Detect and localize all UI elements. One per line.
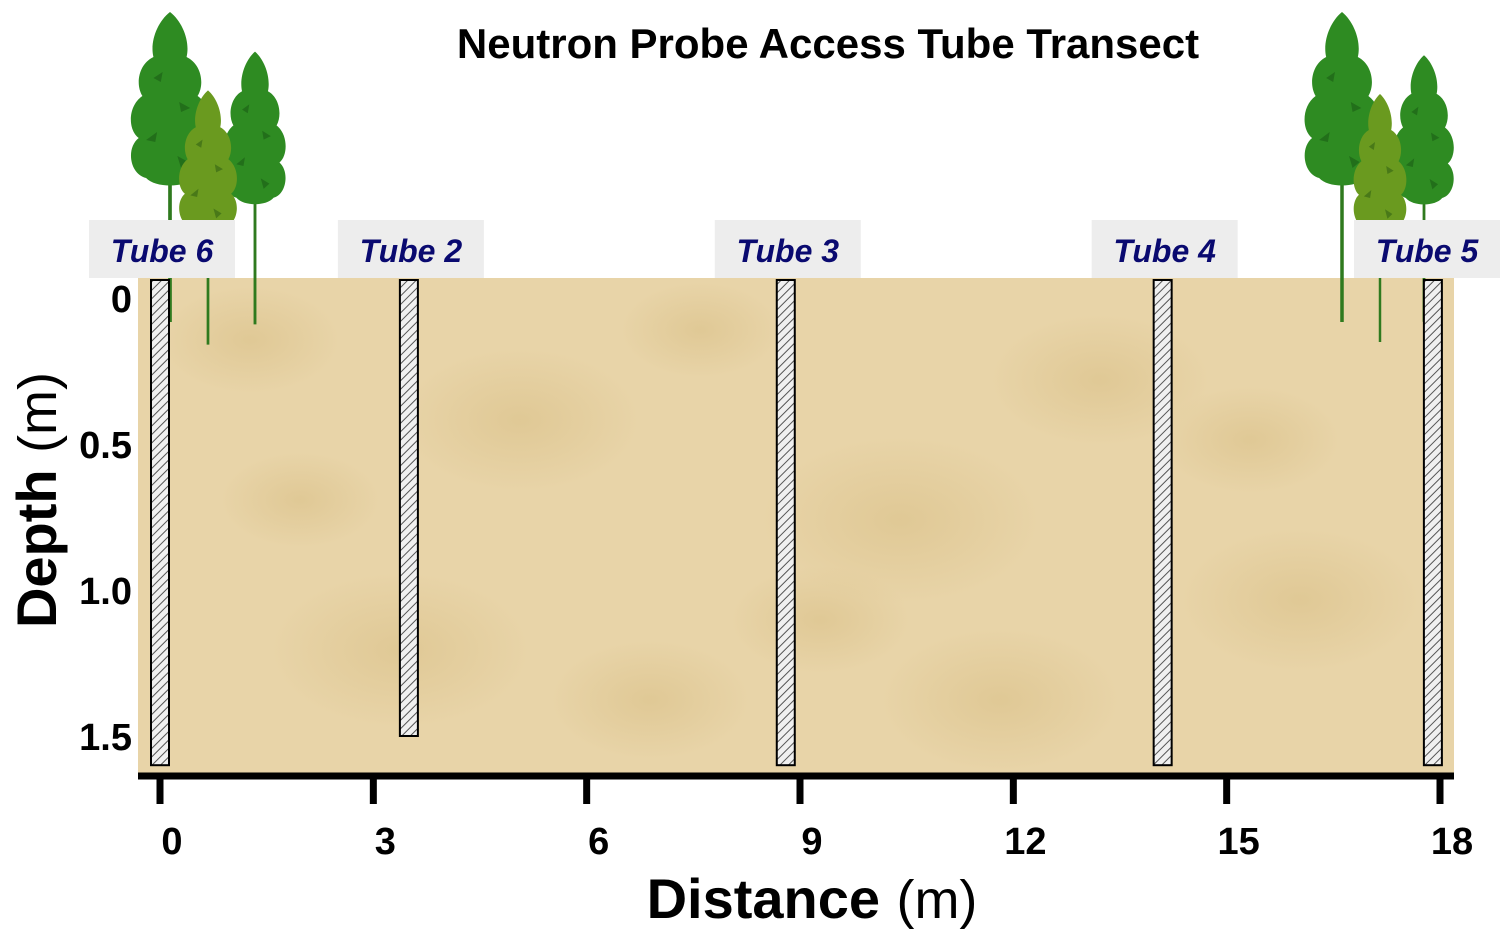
svg-text:Distance (m): Distance (m) xyxy=(647,867,978,930)
access-tube: Tube 6 xyxy=(89,220,235,767)
tube-body xyxy=(1152,279,1173,767)
x-axis: 0 3 6 9 12 15 18 Distance (m) xyxy=(138,772,1473,930)
tube-body xyxy=(1422,279,1443,767)
tube-label-text: Tube 5 xyxy=(1376,233,1480,269)
y-tick-label: 1.0 xyxy=(79,571,132,613)
x-tick-label: 12 xyxy=(1004,821,1046,863)
access-tube: Tube 3 xyxy=(714,220,861,767)
y-tick-label: 0 xyxy=(111,279,132,321)
access-tubes: Tube 6 Tube 2 Tube 3 Tube 4 Tube 5 xyxy=(89,220,1500,767)
tube-label-bg xyxy=(1354,220,1500,278)
access-tube: Tube 5 xyxy=(1354,220,1500,767)
tube-body xyxy=(775,279,796,767)
tube-label-text: Tube 6 xyxy=(111,233,214,269)
svg-text:Depth (m): Depth (m) xyxy=(5,372,68,628)
access-tube: Tube 4 xyxy=(1091,220,1238,767)
tube-label: Tube 4 xyxy=(1091,220,1238,278)
tube-body xyxy=(150,279,170,767)
tube-label-bg xyxy=(1091,220,1238,278)
tube-label: Tube 2 xyxy=(337,220,484,278)
tube-label: Tube 6 xyxy=(89,220,235,278)
tube-label-text: Tube 3 xyxy=(737,233,840,269)
tube-label: Tube 5 xyxy=(1354,220,1500,278)
tube-label-bg xyxy=(89,220,235,278)
tube-label-bg xyxy=(714,220,861,278)
y-tick-label: 1.5 xyxy=(79,717,132,759)
y-axis-label: Depth xyxy=(5,469,68,628)
x-axis-label: Distance xyxy=(647,867,880,930)
tube-body xyxy=(398,279,419,737)
tube-label-bg xyxy=(337,220,484,278)
tube-label-text: Tube 2 xyxy=(360,233,463,269)
y-axis-unit: (m) xyxy=(8,372,68,453)
y-axis-title: Depth (m) xyxy=(5,372,68,628)
x-tick-label: 9 xyxy=(801,821,822,863)
x-tick-label: 3 xyxy=(375,821,396,863)
x-tick-label: 0 xyxy=(161,821,182,863)
access-tube: Tube 2 xyxy=(337,220,484,737)
y-tick-label: 0.5 xyxy=(79,425,132,467)
x-axis-title: Distance (m) xyxy=(647,867,978,930)
chart-title: Neutron Probe Access Tube Transect xyxy=(457,20,1199,67)
x-axis-unit: (m) xyxy=(896,870,977,930)
tube-label: Tube 3 xyxy=(714,220,861,278)
soil-profile xyxy=(138,278,1454,774)
tube-label-text: Tube 4 xyxy=(1113,233,1216,269)
x-tick-label: 15 xyxy=(1218,821,1260,863)
x-tick-label: 18 xyxy=(1431,821,1473,863)
y-axis: 0 0.5 1.0 1.5 Depth (m) xyxy=(5,279,132,759)
x-tick-label: 6 xyxy=(588,821,609,863)
